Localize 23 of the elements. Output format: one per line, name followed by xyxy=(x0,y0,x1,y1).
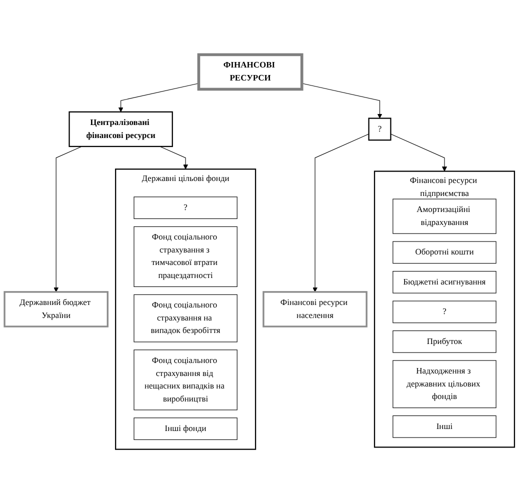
node-box: Оборотні кошти xyxy=(392,241,496,264)
node-box: Інші xyxy=(392,415,496,438)
node-box: ФІНАНСОВІ РЕСУРСИ xyxy=(197,53,304,91)
arrow xyxy=(312,134,370,292)
arrow xyxy=(390,134,447,172)
node-box: Прибуток xyxy=(392,330,496,353)
node-box: ? xyxy=(392,300,496,324)
node-box: ? xyxy=(134,196,238,219)
node-box: Фонд соціального страхування від нещасних випадків на виробництві xyxy=(134,350,238,410)
node-box: Надходження з державних цільових фондів xyxy=(392,360,496,408)
arrow xyxy=(118,83,200,112)
node-box: Фонд соціального страхування на випадок безробіття xyxy=(134,294,238,342)
node-box: Амортизаційні відрахування xyxy=(392,198,496,234)
node-box: Фонд соціального страхування з тимчасової втрати працездатності xyxy=(134,226,238,287)
node-box: ? xyxy=(368,118,392,141)
node-box: Бюджетні асигнування xyxy=(392,270,496,294)
arrow xyxy=(54,146,82,292)
node-box: Державний бюджет України xyxy=(4,291,108,328)
arrow xyxy=(160,146,188,170)
node-box: Централізовані фінансові ресурси xyxy=(68,111,173,148)
node-box: Інші фонди xyxy=(134,418,238,440)
arrow xyxy=(302,83,382,118)
node-box: Фінансові ресурси населення xyxy=(262,291,368,328)
